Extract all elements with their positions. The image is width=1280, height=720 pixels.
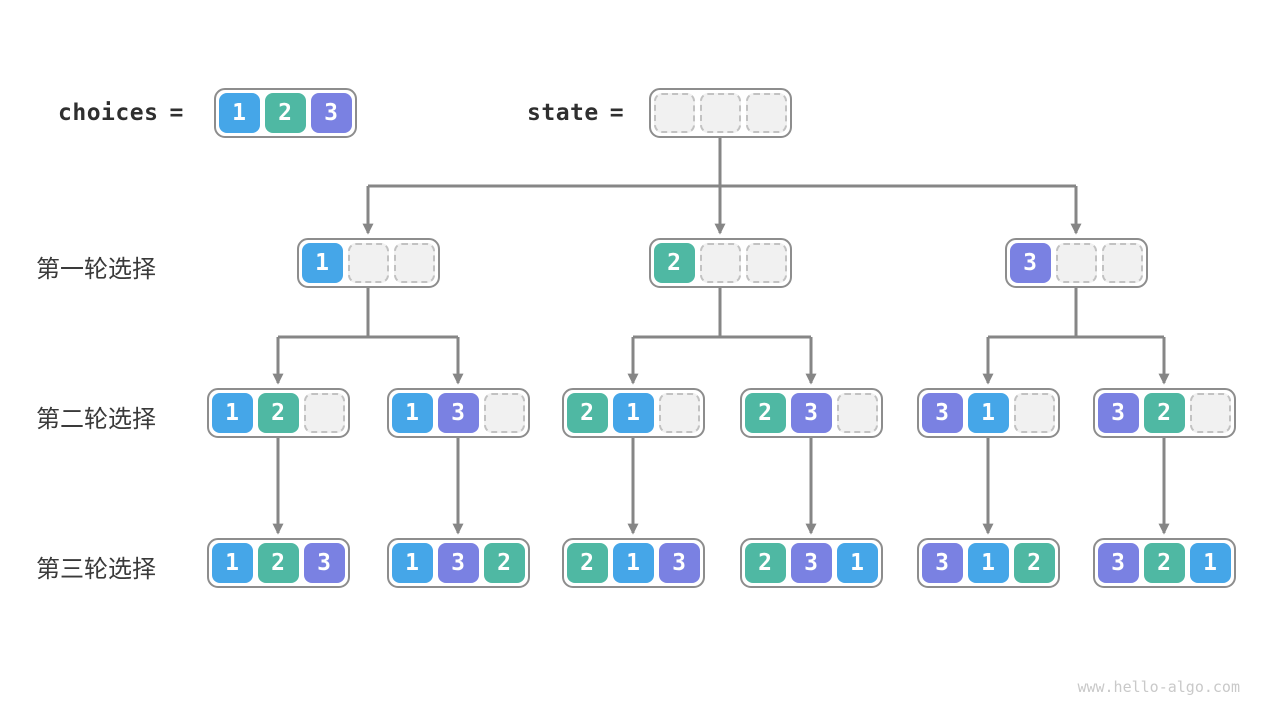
empty-slot (658, 393, 700, 433)
value-cell-3: 3 (921, 543, 963, 583)
empty-slot (1101, 243, 1143, 283)
value-cell-3: 3 (790, 543, 832, 583)
empty-slot (699, 93, 741, 133)
round-2-label: 第二轮选择 (36, 405, 156, 433)
value-cell-2: 2 (653, 243, 695, 283)
empty-slot (653, 93, 695, 133)
value-cell-2: 2 (257, 393, 299, 433)
value-cell-2: 2 (566, 543, 608, 583)
value-cell-1: 1 (218, 93, 260, 133)
value-cell-1: 1 (967, 393, 1009, 433)
value-cell-2: 2 (483, 543, 525, 583)
value-cell-3: 3 (1097, 393, 1139, 433)
empty-slot (347, 243, 389, 283)
value-cell-1: 1 (967, 543, 1009, 583)
value-cell-3: 3 (790, 393, 832, 433)
value-cell-1: 1 (391, 393, 433, 433)
value-cell-3: 3 (437, 393, 479, 433)
value-cell-3: 3 (437, 543, 479, 583)
round-1-label: 第一轮选择 (36, 255, 156, 283)
value-cell-2: 2 (257, 543, 299, 583)
value-cell-2: 2 (1143, 393, 1185, 433)
value-cell-1: 1 (211, 393, 253, 433)
empty-slot (1013, 393, 1055, 433)
empty-slot (745, 93, 787, 133)
round-3-label: 第三轮选择 (36, 555, 156, 583)
choices-equals-sign: = (169, 100, 184, 126)
value-cell-2: 2 (744, 393, 786, 433)
value-cell-3: 3 (1009, 243, 1051, 283)
empty-slot (1055, 243, 1097, 283)
site-watermark: www.hello-algo.com (1077, 678, 1240, 696)
value-cell-2: 2 (566, 393, 608, 433)
choices-expression: choices = (58, 88, 184, 138)
value-cell-2: 2 (744, 543, 786, 583)
value-cell-2: 2 (1143, 543, 1185, 583)
empty-slot (699, 243, 741, 283)
empty-slot (483, 393, 525, 433)
value-cell-3: 3 (921, 393, 963, 433)
value-cell-1: 1 (391, 543, 433, 583)
state-label: state (527, 100, 599, 126)
state-box-round1-3: 3 (1004, 238, 1148, 288)
value-cell-3: 3 (658, 543, 700, 583)
value-cell-1: 1 (836, 543, 878, 583)
empty-slot (303, 393, 345, 433)
value-cell-3: 3 (1097, 543, 1139, 583)
value-cell-2: 2 (1013, 543, 1055, 583)
state-box-round1-1: 1 (296, 238, 440, 288)
value-cell-1: 1 (612, 393, 654, 433)
value-cell-3: 3 (310, 93, 352, 133)
state-expression: state = (527, 88, 624, 138)
value-cell-3: 3 (303, 543, 345, 583)
state-equals-sign: = (609, 100, 625, 126)
choices-label: choices (58, 100, 159, 126)
value-cell-2: 2 (264, 93, 306, 133)
empty-slot (1189, 393, 1231, 433)
empty-slot (836, 393, 878, 433)
value-cell-1: 1 (612, 543, 654, 583)
state-array-box (648, 88, 792, 138)
state-box-round1-2: 2 (648, 238, 792, 288)
value-cell-1: 1 (211, 543, 253, 583)
value-cell-1: 1 (301, 243, 343, 283)
value-cell-1: 1 (1189, 543, 1231, 583)
empty-slot (393, 243, 435, 283)
empty-slot (745, 243, 787, 283)
